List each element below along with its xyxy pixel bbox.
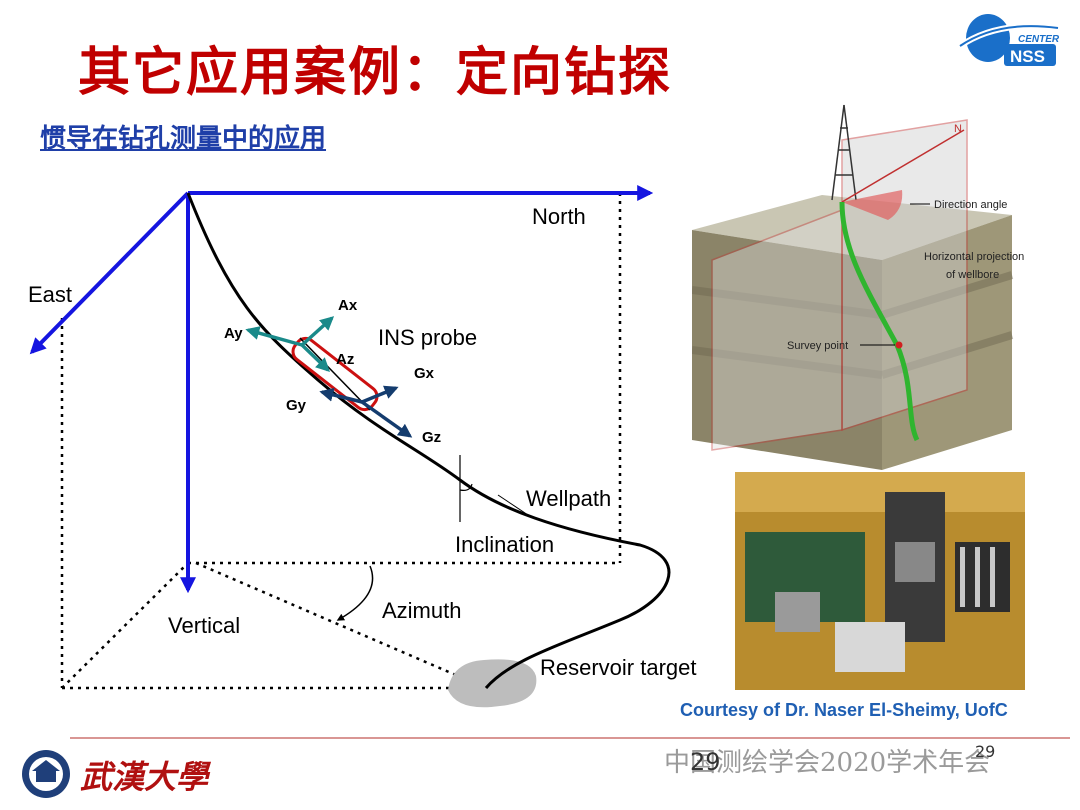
- ins-hardware-photo: [735, 472, 1025, 690]
- reservoir-target-label: Reservoir target: [540, 655, 697, 680]
- page-number-small: 29: [975, 742, 995, 761]
- ay-label: Ay: [224, 325, 243, 342]
- east-axis: [32, 193, 188, 352]
- horizontal-projection-label-1: Horizontal projection: [924, 251, 1024, 263]
- gz-label: Gz: [422, 429, 441, 446]
- university-name: 武漢大學: [80, 759, 212, 795]
- wellpath-label: Wellpath: [526, 486, 611, 511]
- azimuth-arc: [338, 566, 373, 620]
- ay-arrow: [248, 330, 302, 345]
- gy-label: Gy: [286, 397, 307, 414]
- north-label: North: [532, 204, 586, 229]
- bounding-box: [62, 193, 620, 688]
- vertical-label: Vertical: [168, 613, 240, 638]
- gx-label: Gx: [414, 365, 435, 382]
- azimuth-label: Azimuth: [382, 598, 461, 623]
- ins-probe-label: INS probe: [378, 325, 477, 350]
- gx-arrow: [362, 388, 396, 402]
- ax-label: Ax: [338, 297, 358, 314]
- page-number: 29: [690, 748, 721, 776]
- survey-point-label: Survey point: [787, 340, 848, 352]
- direction-angle-label: Direction angle: [934, 199, 1007, 211]
- footer-divider: [70, 737, 1070, 739]
- credit-text: Courtesy of Dr. Naser El-Sheimy, UofC: [680, 700, 1008, 721]
- wellbore-3d-photo: N Direction angle Horizontal projection …: [692, 100, 1032, 470]
- horizontal-projection-label-2: of wellbore: [946, 269, 999, 281]
- inclination-label: Inclination: [455, 532, 554, 557]
- az-label: Az: [336, 351, 354, 368]
- east-label: East: [28, 282, 72, 307]
- north-marker: N: [954, 123, 962, 135]
- ax-arrow: [302, 318, 332, 345]
- university-logo: 武漢大學: [18, 746, 228, 802]
